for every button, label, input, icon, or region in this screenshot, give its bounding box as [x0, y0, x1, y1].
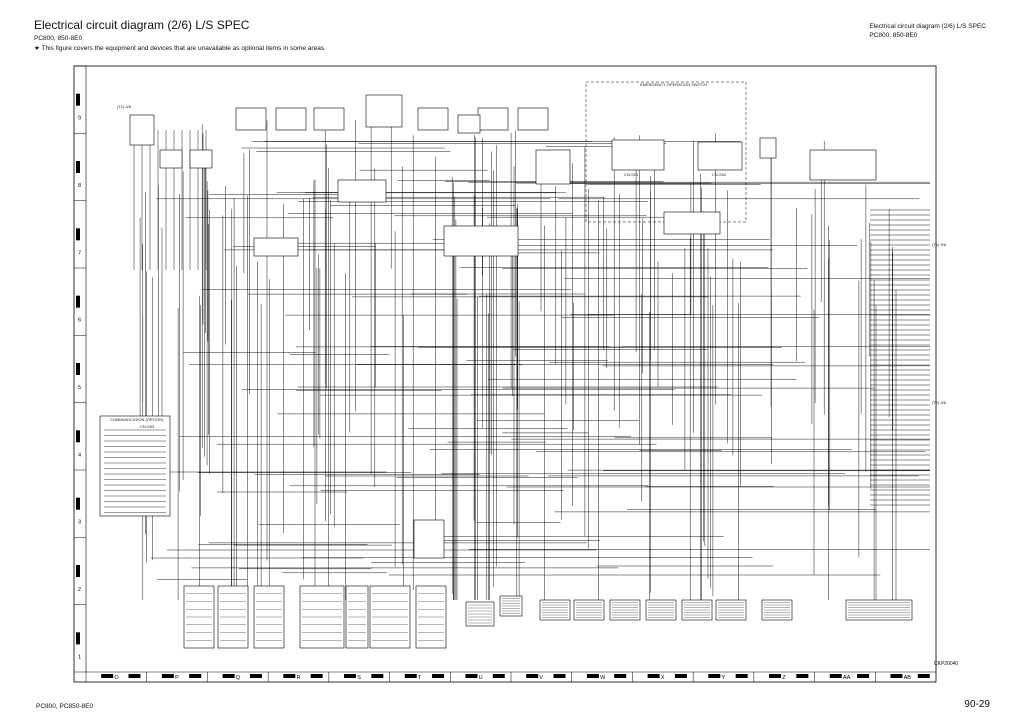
- wire-harness: [133, 120, 930, 600]
- ref-label-2: (T1) 5/6: [932, 242, 947, 247]
- column-scale: O P Q R S T U V W X Y Z AA AB: [85, 672, 930, 682]
- column-label: U: [479, 675, 483, 681]
- ref-label-3: (T2) 5/6: [932, 400, 947, 405]
- header-right-title: Electrical circuit diagram (2/6) L/S SPE…: [869, 23, 986, 30]
- row-label: 4: [78, 452, 81, 458]
- connector-cn-s02: CN-S02: [712, 172, 727, 177]
- column-label: R: [297, 675, 301, 681]
- central-connectors: [413, 211, 721, 559]
- page-number: 90-29: [964, 699, 990, 710]
- model-label: PC800, 850-8E0: [34, 35, 83, 42]
- page-title: Electrical circuit diagram (2/6) L/S SPE…: [34, 18, 250, 32]
- footer-model: PC800, PC850-8E0: [36, 703, 94, 710]
- bottom-connector-blocks: [183, 585, 913, 649]
- row-label: 9: [78, 116, 81, 122]
- header-right-model: PC800, 850-8E0: [869, 32, 918, 39]
- column-label: Q: [236, 675, 241, 681]
- column-label: AB: [904, 675, 912, 681]
- note-text: ★ This figure covers the equipment and d…: [34, 45, 326, 52]
- column-label: O: [114, 675, 119, 681]
- column-label: P: [175, 675, 179, 681]
- row-label: 6: [78, 318, 81, 324]
- top-components: [129, 94, 877, 257]
- communication-box-title: COMMUNICATION (OPTION): [110, 417, 164, 422]
- ref-label-1: (T1) 4/6: [117, 104, 132, 109]
- header-right: Electrical circuit diagram (2/6) L/S SPE…: [869, 22, 986, 40]
- row-label: 3: [78, 520, 81, 526]
- column-label: W: [600, 675, 606, 681]
- diagram-frame: [73, 65, 937, 683]
- column-label: Z: [782, 675, 786, 681]
- diagram-code: CKP20040: [934, 661, 959, 667]
- column-label: S: [357, 675, 361, 681]
- emergency-box-title: EMERGENCY OPERATION SWITCH: [640, 82, 707, 87]
- column-label: X: [661, 675, 665, 681]
- row-label: 7: [78, 250, 81, 256]
- column-label: AA: [843, 675, 851, 681]
- row-scale: 9 8 7 6 5 4 3 2 1: [74, 65, 86, 660]
- row-label: 8: [78, 183, 81, 189]
- row-label: 2: [78, 587, 81, 593]
- row-label: 1: [78, 654, 81, 660]
- row-label: 5: [78, 385, 81, 391]
- column-label: V: [539, 675, 543, 681]
- column-label: T: [418, 675, 422, 681]
- column-label: Y: [722, 675, 726, 681]
- connector-cn-s01: CN-S01: [624, 172, 639, 177]
- emergency-switch-box: EMERGENCY OPERATION SWITCH CN-S01 CN-S02: [585, 81, 747, 223]
- communication-box: COMMUNICATION (OPTION) CN-S03: [99, 415, 171, 517]
- connector-cn-s03: CN-S03: [140, 424, 155, 429]
